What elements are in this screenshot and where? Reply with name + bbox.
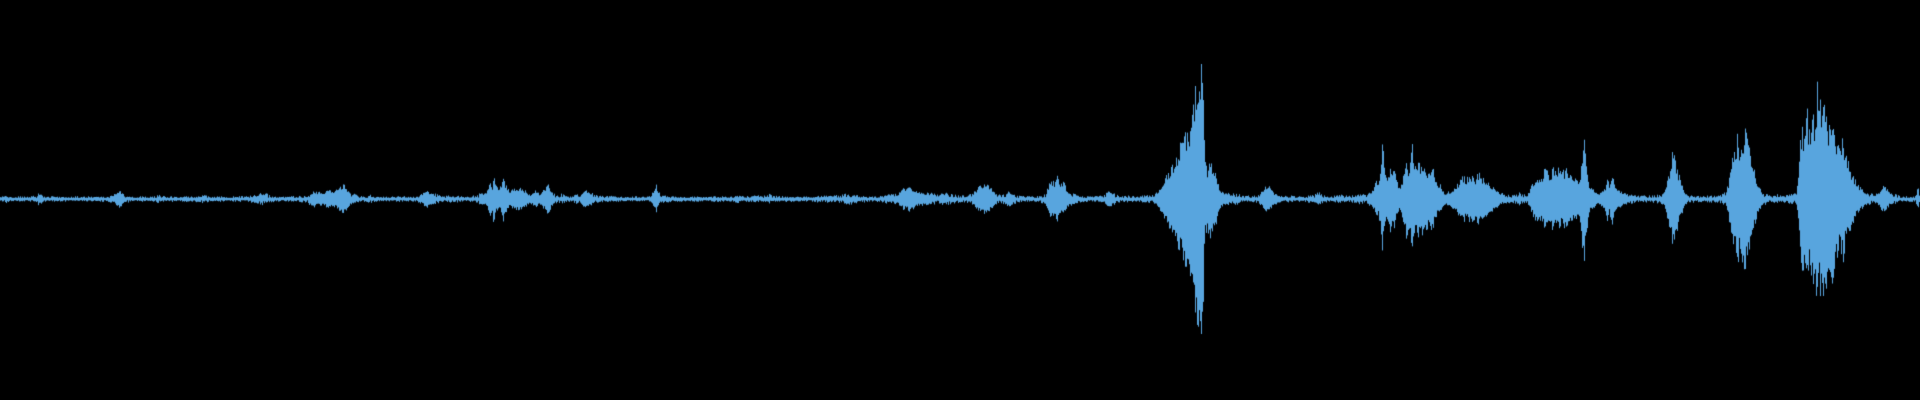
- audio-waveform-canvas: [0, 0, 1920, 400]
- waveform-stage: [0, 0, 1920, 400]
